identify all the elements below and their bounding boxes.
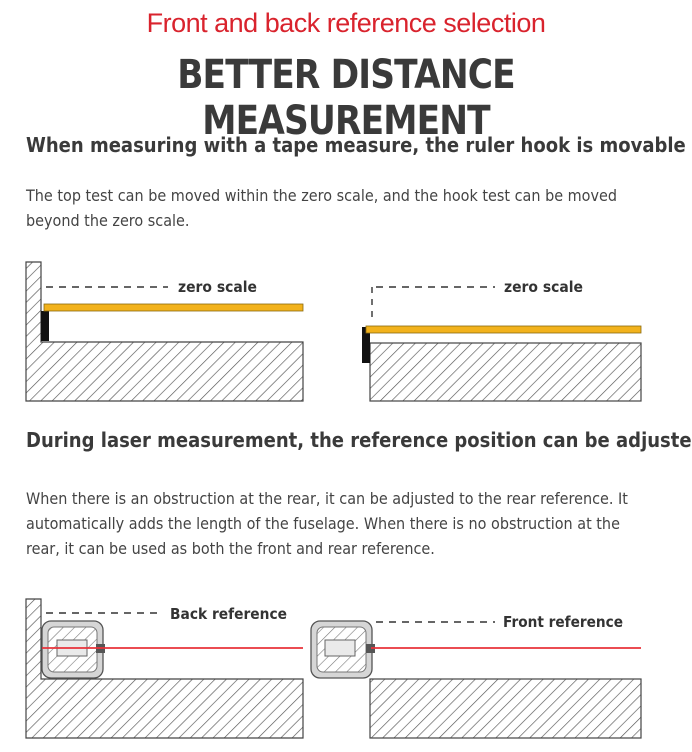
tape-section-description: The top test can be moved within the zer… <box>26 186 618 230</box>
zero-scale-label-left: zero scale <box>178 278 257 296</box>
tape-hook <box>362 327 370 363</box>
tape-blade <box>43 303 304 312</box>
tape-blade <box>365 325 642 334</box>
tape-section-heading: When measuring with a tape measure, the … <box>26 133 686 157</box>
laser-diagram-right: Front reference <box>310 613 642 739</box>
zero-scale-label-right: zero scale <box>504 278 583 296</box>
wall-and-floor <box>25 261 304 402</box>
floor-block <box>369 342 642 402</box>
laser-device-icon <box>41 620 105 679</box>
laser-diagram-left: Back reference <box>25 598 304 739</box>
tape-diagram-left: zero scale <box>25 261 304 402</box>
front-reference-label: Front reference <box>503 613 623 631</box>
back-reference-label: Back reference <box>170 605 287 623</box>
tape-hook <box>41 311 49 341</box>
subtitle: Front and back reference selection <box>146 8 546 38</box>
tape-diagram-right: zero scale <box>362 278 642 402</box>
laser-section-description: When there is an obstruction at the rear… <box>26 489 628 558</box>
wall-and-floor <box>25 598 304 739</box>
laser-device-icon <box>310 620 375 679</box>
page-title: BETTER DISTANCE MEASUREMENT <box>177 52 515 144</box>
laser-section-heading: During laser measurement, the reference … <box>26 428 692 452</box>
floor-block <box>369 678 642 739</box>
